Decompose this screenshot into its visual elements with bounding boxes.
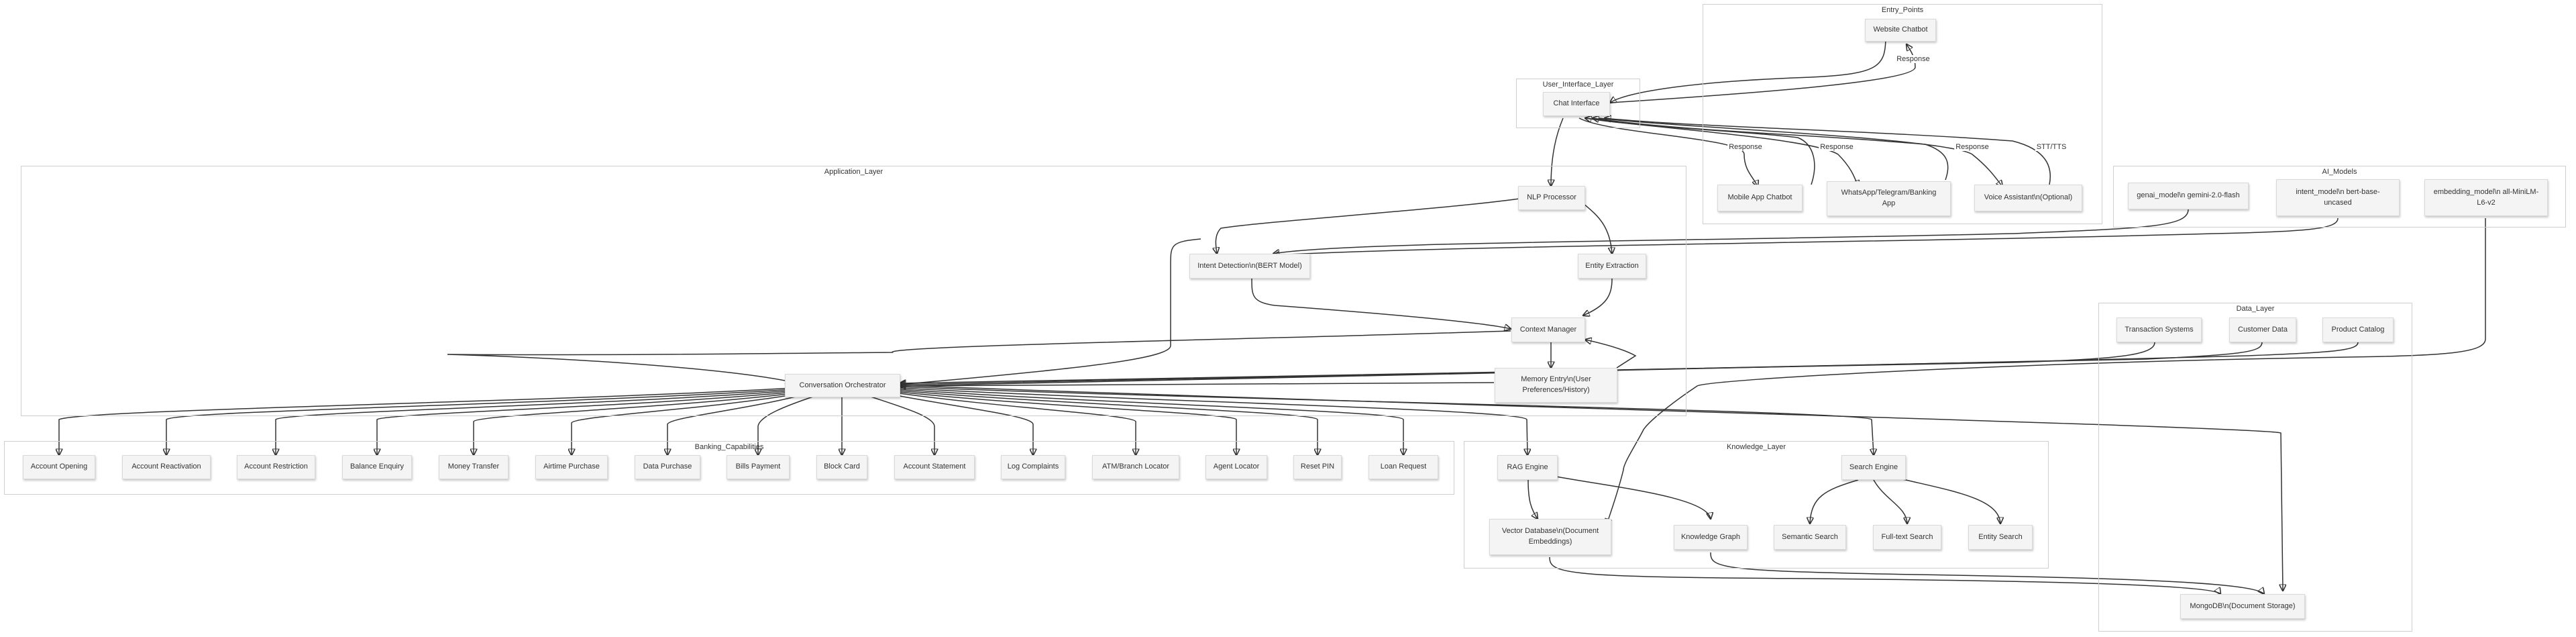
context-manager-node[interactable]: Context Manager [1511, 317, 1585, 342]
bills-payment-node[interactable]: Bills Payment [727, 455, 790, 479]
edge-search-entity [1891, 476, 2000, 524]
voice-assistant-node[interactable]: Voice Assistant\n(Optional) [1974, 185, 2082, 211]
edge-graph-mongodb [1710, 552, 2264, 594]
airtime-purchase-node[interactable]: Airtime Purchase [535, 455, 608, 479]
memory-entry-node[interactable]: Memory Entry\n(User Preferences/History) [1495, 368, 1617, 403]
intent-detection-node[interactable]: Intent Detection\n(BERT Model) [1189, 254, 1310, 279]
edge-rag-vector [1527, 479, 1538, 519]
data-purchase-node[interactable]: Data Purchase [635, 455, 700, 479]
edge-orch-data-purchase [667, 395, 799, 455]
edge-label-response: Response [1954, 143, 1990, 151]
mongodb-node[interactable]: MongoDB\n(Document Storage) [2180, 594, 2305, 619]
account-restriction-node[interactable]: Account Restriction [237, 455, 315, 479]
cluster-title: User_Interface_Layer [1542, 81, 1614, 89]
nlp-processor-node[interactable]: NLP Processor [1518, 186, 1585, 210]
application-layer-cluster: Application_Layer [21, 166, 1686, 416]
entry-points-cluster: Entry_Points [1703, 4, 2102, 224]
loan-request-node[interactable]: Loan Request [1368, 455, 1438, 479]
cluster-title: Application_Layer [824, 168, 883, 176]
genai-model-node[interactable]: genai_model\n gemini-2.0-flash [2128, 183, 2249, 209]
log-complaints-node[interactable]: Log Complaints [1001, 455, 1065, 479]
chat-interface-node[interactable]: Chat Interface [1543, 92, 1610, 116]
edge-context-to-orchestrator [447, 330, 1511, 382]
edge-chat-to-whatsapp [1586, 117, 1858, 187]
edge-orch-balance-enquiry [377, 391, 794, 455]
user-interface-layer-cluster: User_Interface_Layer [1516, 79, 1640, 128]
cluster-title: Entry_Points [1881, 6, 1924, 14]
ai-models-cluster: AI_Models [2113, 166, 2566, 228]
edge-orch-loan-request [899, 389, 1403, 455]
edge-genai-to-orchestrator [1273, 209, 2189, 254]
mobile-app-chatbot-node[interactable]: Mobile App Chatbot [1717, 185, 1803, 211]
semantic-search-node[interactable]: Semantic Search [1774, 525, 1846, 550]
edge-voice-to-chat [1605, 118, 2051, 185]
edge-embedding-vector [1607, 218, 2486, 525]
account-opening-node[interactable]: Account Opening [23, 455, 95, 479]
edge-nlp-to-intent [1216, 198, 1520, 254]
cluster-title: Banking_Capabilities [694, 443, 764, 451]
cluster-title: Data_Layer [2236, 305, 2275, 313]
balance-enquiry-node[interactable]: Balance Enquiry [342, 455, 412, 479]
edge-chat-to-nlp [1551, 117, 1564, 186]
edge-intent-to-context [1251, 278, 1511, 329]
edge-orch-reset-pin [899, 390, 1318, 455]
edge-memory-to-orchestrator [900, 382, 1495, 386]
cluster-title: Knowledge_Layer [1726, 443, 1786, 451]
knowledge-graph-node[interactable]: Knowledge Graph [1674, 525, 1748, 550]
edge-label-response: Response [1727, 143, 1764, 151]
edge-orch-bills-payment [758, 395, 816, 455]
embedding-model-node[interactable]: embedding_model\n all-MiniLM- L6-v2 [2424, 179, 2548, 216]
search-engine-node[interactable]: Search Engine [1841, 455, 1906, 480]
intent-model-node[interactable]: intent_model\n bert-base- uncased [2276, 179, 2400, 216]
whatsapp-app-node[interactable]: WhatsApp/Telegram/Banking App [1827, 181, 1951, 216]
knowledge-layer-cluster: Knowledge_Layer [1464, 441, 2049, 569]
edge-intentmodel-to-orchestrator [1273, 217, 2339, 255]
edge-website-to-chat [1610, 36, 1886, 103]
edge-search-fulltext [1873, 479, 1907, 524]
edge-chat-to-voice [1598, 117, 2002, 187]
entity-search-node[interactable]: Entity Search [1968, 525, 2033, 550]
account-statement-node[interactable]: Account Statement [894, 455, 975, 479]
edge-orch-mongodb [899, 385, 2283, 591]
edge-memory-to-context [1585, 340, 1637, 369]
fulltext-search-node[interactable]: Full-text Search [1873, 525, 1941, 550]
banking-capabilities-cluster: Banking_Capabilities [4, 441, 1454, 495]
reset-pin-node[interactable]: Reset PIN [1293, 455, 1342, 479]
edge-intent-to-orchestrator [899, 238, 1201, 385]
customer-data-node[interactable]: Customer Data [2229, 317, 2296, 342]
product-catalog-node[interactable]: Product Catalog [2322, 317, 2394, 342]
conversation-orchestrator-node[interactable]: Conversation Orchestrator [785, 374, 900, 397]
edge-vector-mongodb [1549, 556, 2220, 594]
edge-orch-money-transfer [474, 393, 794, 455]
edge-orch-account-statement [868, 395, 934, 455]
vector-database-node[interactable]: Vector Database\n(Document Embeddings) [1489, 519, 1611, 555]
money-transfer-node[interactable]: Money Transfer [439, 455, 508, 479]
edge-label-response: Response [1819, 143, 1855, 151]
account-reactivation-node[interactable]: Account Reactivation [122, 455, 211, 479]
edge-orch-account-restriction [276, 390, 794, 455]
edge-label-stt-tts: STT/TTS [2035, 143, 2068, 151]
entity-extraction-node[interactable]: Entity Extraction [1578, 254, 1646, 279]
edge-whatsapp-to-chat [1593, 118, 1949, 181]
website-chatbot-node[interactable]: Website Chatbot [1865, 19, 1936, 42]
edge-entity-to-context [1583, 278, 1613, 315]
block-card-node[interactable]: Block Card [816, 455, 867, 479]
cluster-title: AI_Models [2322, 168, 2357, 176]
edge-orch-log-complaints [892, 394, 1033, 455]
edge-label-response: Response [1895, 55, 1931, 63]
data-layer-cluster: Data_Layer [2098, 303, 2412, 632]
rag-engine-node[interactable]: RAG Engine [1497, 455, 1558, 480]
edge-orch-atm-locator [899, 393, 1136, 455]
atm-branch-locator-node[interactable]: ATM/Branch Locator [1092, 455, 1179, 479]
agent-locator-node[interactable]: Agent Locator [1205, 455, 1267, 479]
edge-orch-account-reactivation [166, 389, 794, 455]
transaction-systems-node[interactable]: Transaction Systems [2116, 317, 2202, 342]
edge-rag-graph [1556, 476, 1711, 519]
edge-orch-agent-locator [899, 391, 1236, 455]
edge-orch-airtime-purchase [572, 394, 794, 455]
edge-search-semantic [1810, 479, 1859, 524]
